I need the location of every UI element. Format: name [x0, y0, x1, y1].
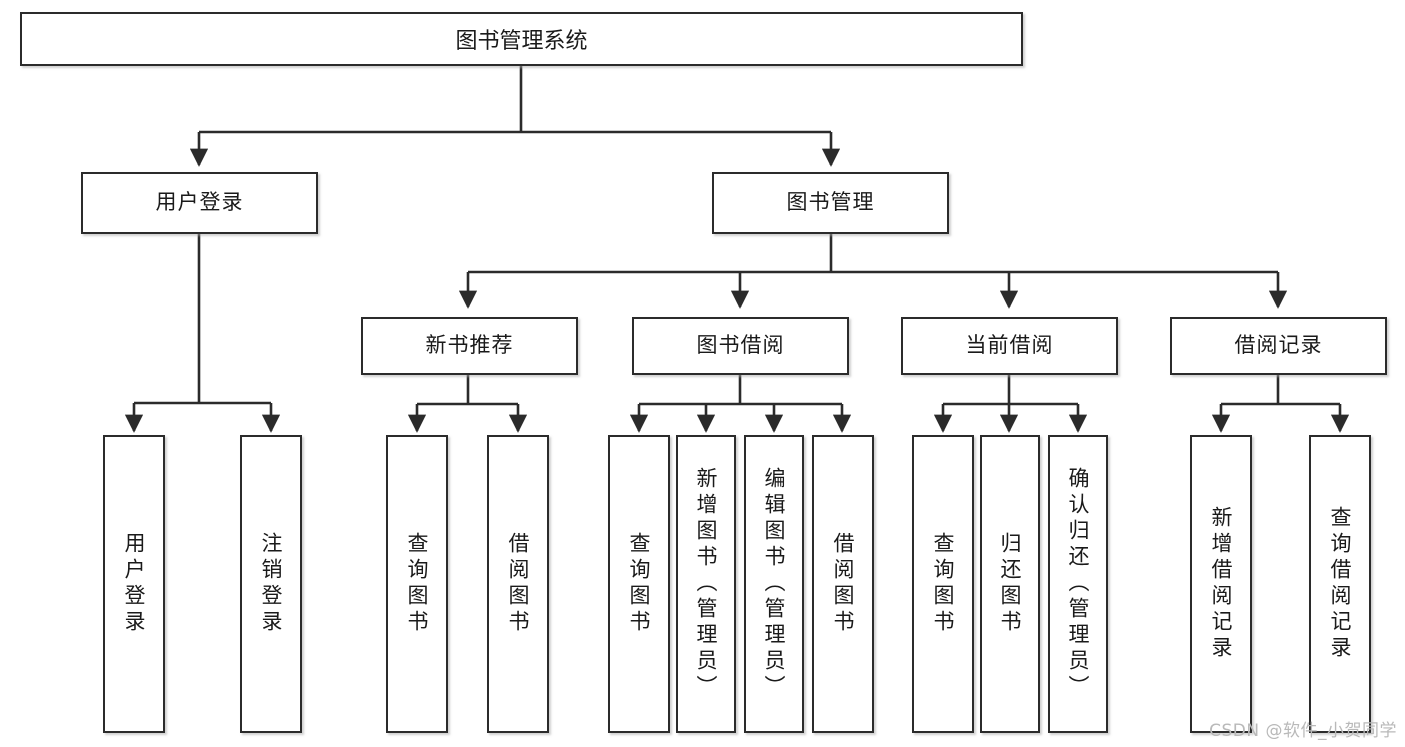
node-label: 图书管理 [786, 190, 875, 215]
leaf-query-book-recommend[interactable]: 查询图书 [386, 435, 448, 733]
node-root-book-management-system[interactable]: 图书管理系统 [20, 12, 1023, 66]
leaf-return-book[interactable]: 归还图书 [980, 435, 1040, 733]
node-label: 图书借阅 [696, 333, 785, 358]
watermark: CSDN @软件_小贺同学 [1209, 721, 1397, 741]
leaf-borrow-book-recommend[interactable]: 借阅图书 [487, 435, 549, 733]
node-book-management[interactable]: 图书管理 [712, 172, 949, 234]
leaf-edit-book-admin[interactable]: 编辑图书（管理员） [744, 435, 804, 733]
node-label: 查询图书 [405, 532, 430, 636]
node-label: 当前借阅 [965, 333, 1054, 358]
node-label: 编辑图书（管理员） [762, 467, 787, 701]
leaf-query-book-borrow[interactable]: 查询图书 [608, 435, 670, 733]
node-label: 借阅图书 [831, 532, 856, 636]
node-label: 借阅记录 [1234, 333, 1323, 358]
node-label: 注销登录 [259, 532, 284, 636]
node-label: 查询图书 [931, 532, 956, 636]
leaf-logout[interactable]: 注销登录 [240, 435, 302, 733]
node-label: 新增图书（管理员） [694, 467, 719, 701]
node-label: 查询借阅记录 [1328, 506, 1353, 662]
node-current-borrow[interactable]: 当前借阅 [901, 317, 1118, 375]
node-label: 用户登录 [122, 532, 147, 636]
node-label: 归还图书 [998, 532, 1023, 636]
leaf-user-login[interactable]: 用户登录 [103, 435, 165, 733]
node-label: 用户登录 [155, 190, 244, 215]
leaf-query-book-current[interactable]: 查询图书 [912, 435, 974, 733]
leaf-borrow-book[interactable]: 借阅图书 [812, 435, 874, 733]
leaf-add-book-admin[interactable]: 新增图书（管理员） [676, 435, 736, 733]
node-label: 借阅图书 [506, 532, 531, 636]
node-label: 确认归还（管理员） [1066, 467, 1091, 701]
leaf-add-borrow-record[interactable]: 新增借阅记录 [1190, 435, 1252, 733]
node-label: 新增借阅记录 [1209, 506, 1234, 662]
node-label: 查询图书 [627, 532, 652, 636]
leaf-query-borrow-record[interactable]: 查询借阅记录 [1309, 435, 1371, 733]
leaf-confirm-return-admin[interactable]: 确认归还（管理员） [1048, 435, 1108, 733]
node-borrow-record[interactable]: 借阅记录 [1170, 317, 1387, 375]
node-new-book-recommend[interactable]: 新书推荐 [361, 317, 578, 375]
node-user-login[interactable]: 用户登录 [81, 172, 318, 234]
node-book-borrow[interactable]: 图书借阅 [632, 317, 849, 375]
node-label: 图书管理系统 [455, 29, 588, 54]
node-label: 新书推荐 [425, 333, 514, 358]
